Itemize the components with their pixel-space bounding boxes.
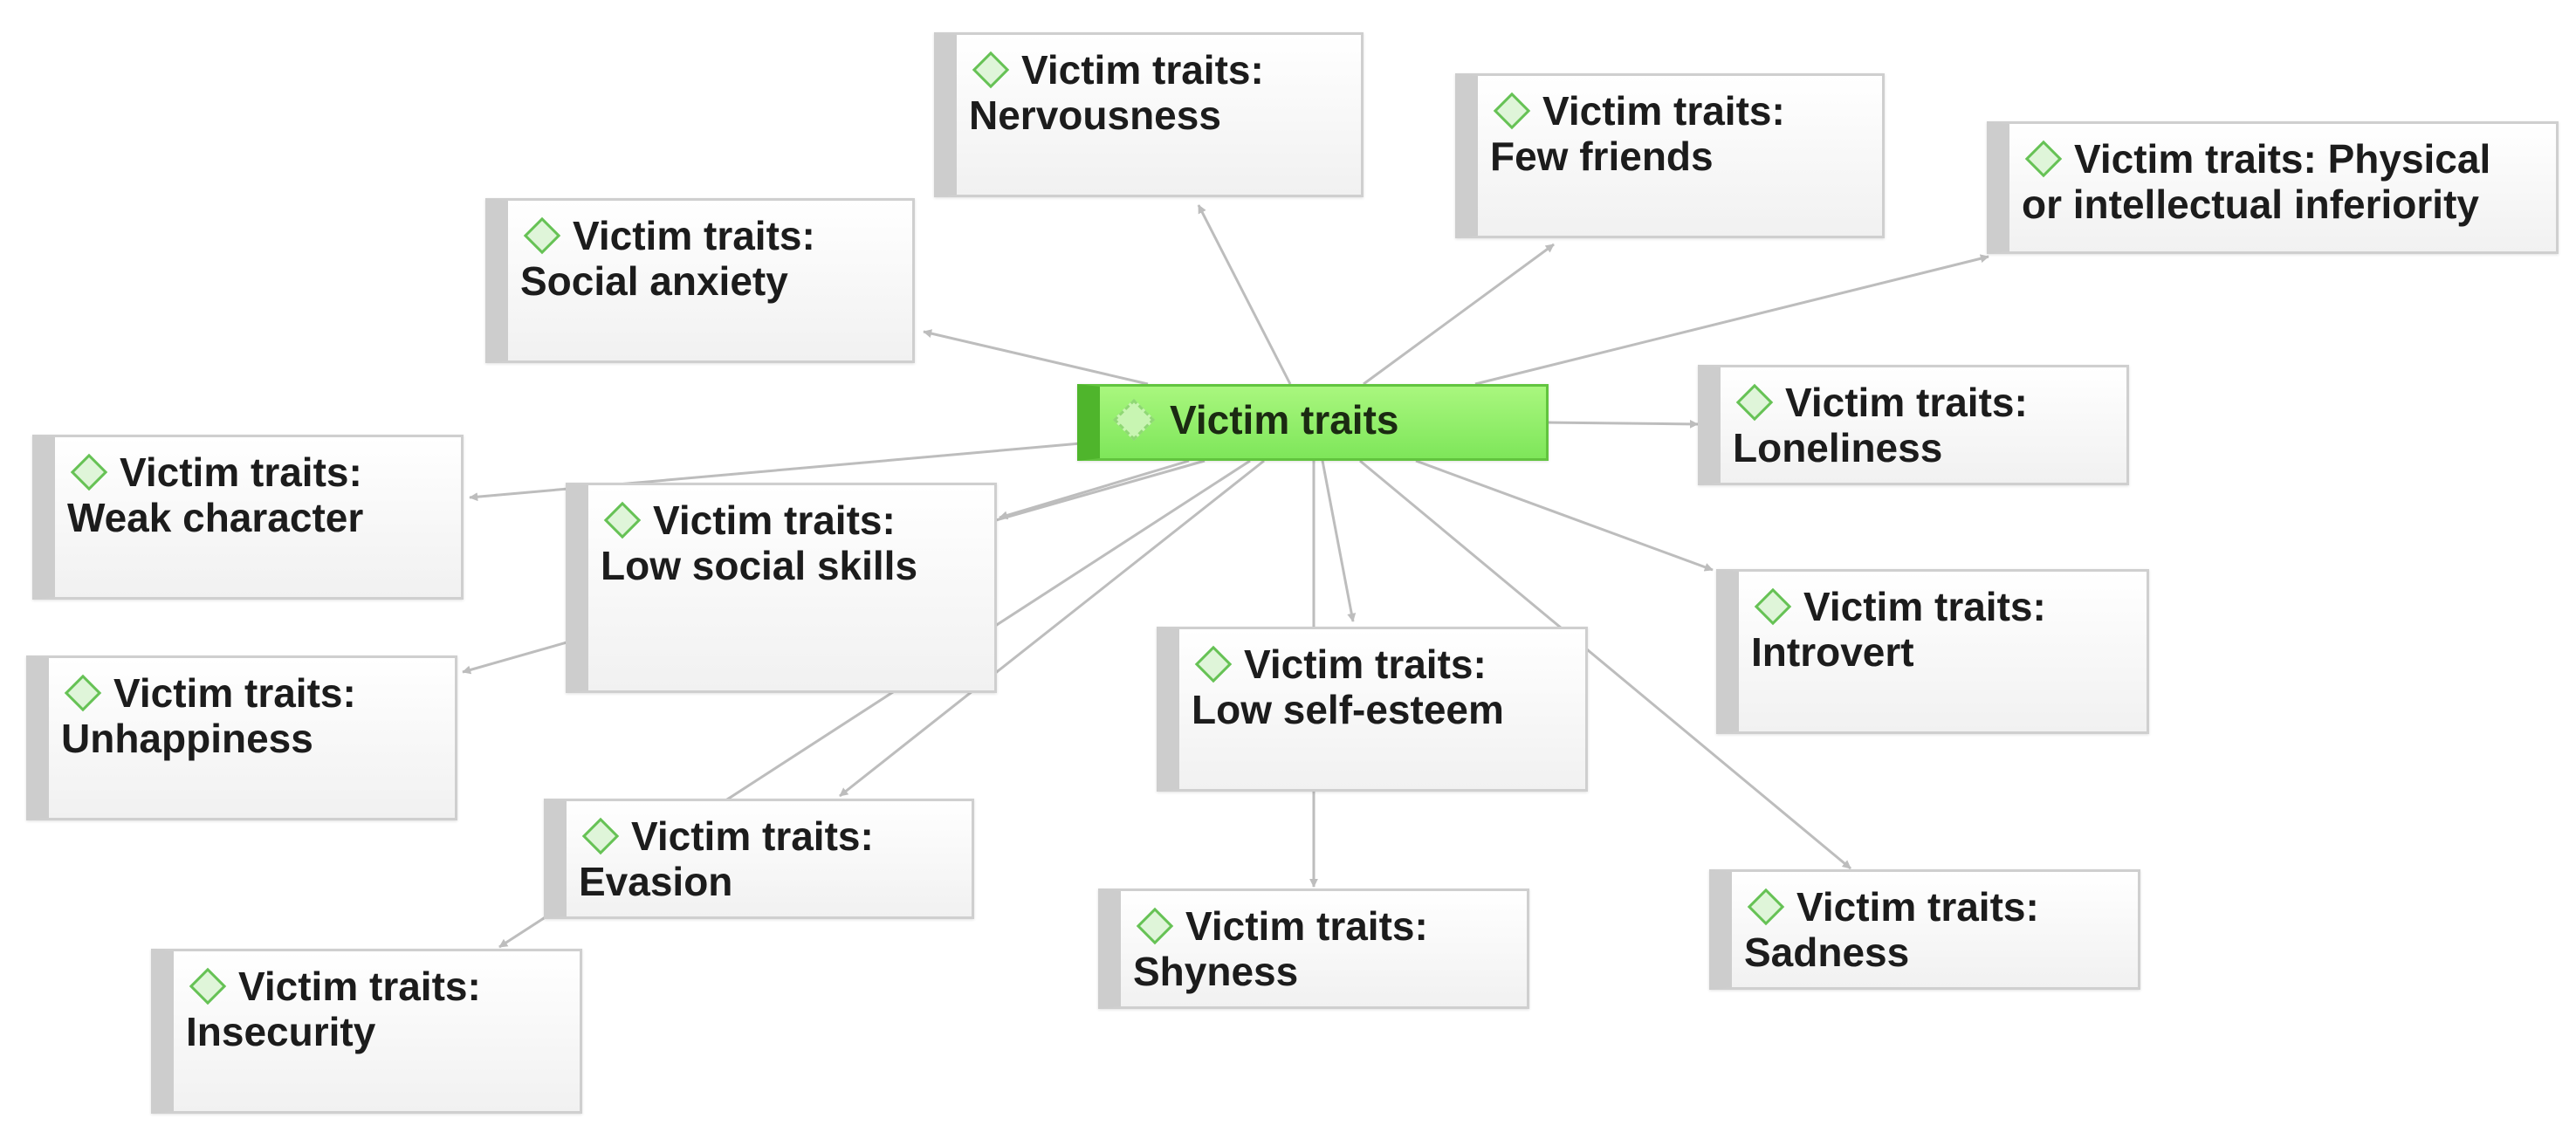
code-icon [189, 967, 227, 1005]
node-prefix: Victim traits: [1785, 380, 2028, 425]
node-shyness[interactable]: Victim traits: Shyness [1098, 889, 1529, 1009]
node-label: or intellectual inferiority [2022, 182, 2479, 227]
edge-sadness [1359, 459, 1851, 870]
node-label: Low social skills [601, 543, 918, 588]
node-prefix: Victim traits: [1185, 903, 1428, 949]
edge-evasion [839, 459, 1265, 798]
node-prefix: Victim traits: [113, 670, 356, 716]
code-icon [70, 453, 108, 491]
code-icon [1735, 383, 1774, 422]
code-icon [1194, 645, 1233, 683]
node-prefix: Victim traits: [573, 213, 815, 258]
node-label: Insecurity [186, 1009, 376, 1054]
node-low-self-esteem[interactable]: Victim traits: Low self-esteem [1157, 627, 1588, 792]
node-prefix: Victim traits: [1803, 584, 2046, 629]
central-node-label: Victim traits [1170, 397, 1399, 443]
node-prefix: Victim traits: [1244, 642, 1487, 687]
node-nervousness[interactable]: Victim traits: Nervousness [934, 32, 1364, 197]
edge-social-anxiety [923, 329, 1149, 386]
node-label: Loneliness [1733, 425, 1943, 470]
node-evasion[interactable]: Victim traits: Evasion [544, 799, 974, 919]
edge-low-self-esteem [1321, 460, 1357, 622]
node-sadness[interactable]: Victim traits: Sadness [1709, 869, 2140, 990]
code-group-icon [1112, 398, 1156, 442]
node-prefix: Victim traits: [1542, 88, 1785, 134]
node-label: Social anxiety [520, 258, 788, 304]
node-label: Evasion [579, 859, 733, 904]
node-few-friends[interactable]: Victim traits: Few friends [1455, 73, 1885, 238]
node-prefix: Victim traits: [1796, 884, 2039, 930]
node-loneliness[interactable]: Victim traits: Loneliness [1698, 365, 2129, 485]
node-label: Weak character [67, 495, 364, 540]
node-unhappiness[interactable]: Victim traits: Unhappiness [26, 655, 457, 820]
code-icon [2024, 140, 2063, 178]
code-icon [1136, 907, 1174, 945]
code-icon [523, 216, 561, 255]
node-label: Few friends [1490, 134, 1714, 179]
node-label: Unhappiness [61, 716, 313, 761]
node-label: Shyness [1133, 949, 1299, 994]
node-low-social-skills[interactable]: Victim traits: Low social skills [566, 483, 997, 693]
code-icon [1754, 587, 1792, 626]
edge-loneliness [1546, 419, 1699, 429]
code-icon [1747, 888, 1785, 926]
node-insecurity[interactable]: Victim traits: Insecurity [151, 949, 582, 1114]
edge-introvert [1415, 459, 1714, 572]
edge-low-social-skills [999, 459, 1190, 520]
node-prefix: Victim traits: [238, 964, 481, 1009]
node-prefix: Victim traits: Physical [2074, 136, 2491, 182]
code-icon [972, 51, 1010, 89]
edge-few-friends [1363, 243, 1555, 386]
edge-nervousness [1197, 204, 1292, 385]
node-label: Sadness [1744, 930, 1910, 975]
node-label: Nervousness [969, 93, 1221, 138]
node-prefix: Victim traits: [1021, 47, 1264, 93]
code-icon [581, 817, 620, 855]
node-prefix: Victim traits: [120, 449, 362, 495]
node-prefix: Victim traits: [653, 497, 896, 543]
node-physical-inferiority[interactable]: Victim traits: Physical or intellectual … [1987, 121, 2559, 254]
code-icon [64, 674, 102, 712]
node-social-anxiety[interactable]: Victim traits: Social anxiety [485, 198, 915, 363]
node-label: Introvert [1751, 629, 1914, 675]
node-prefix: Victim traits: [631, 813, 874, 859]
edge-physical-inferiority [1474, 254, 1989, 386]
node-weak-character[interactable]: Victim traits: Weak character [32, 435, 464, 600]
code-icon [603, 501, 642, 539]
node-introvert[interactable]: Victim traits: Introvert [1716, 569, 2149, 734]
node-label: Low self-esteem [1192, 687, 1504, 732]
central-node[interactable]: Victim traits [1077, 384, 1549, 461]
code-icon [1493, 92, 1531, 130]
